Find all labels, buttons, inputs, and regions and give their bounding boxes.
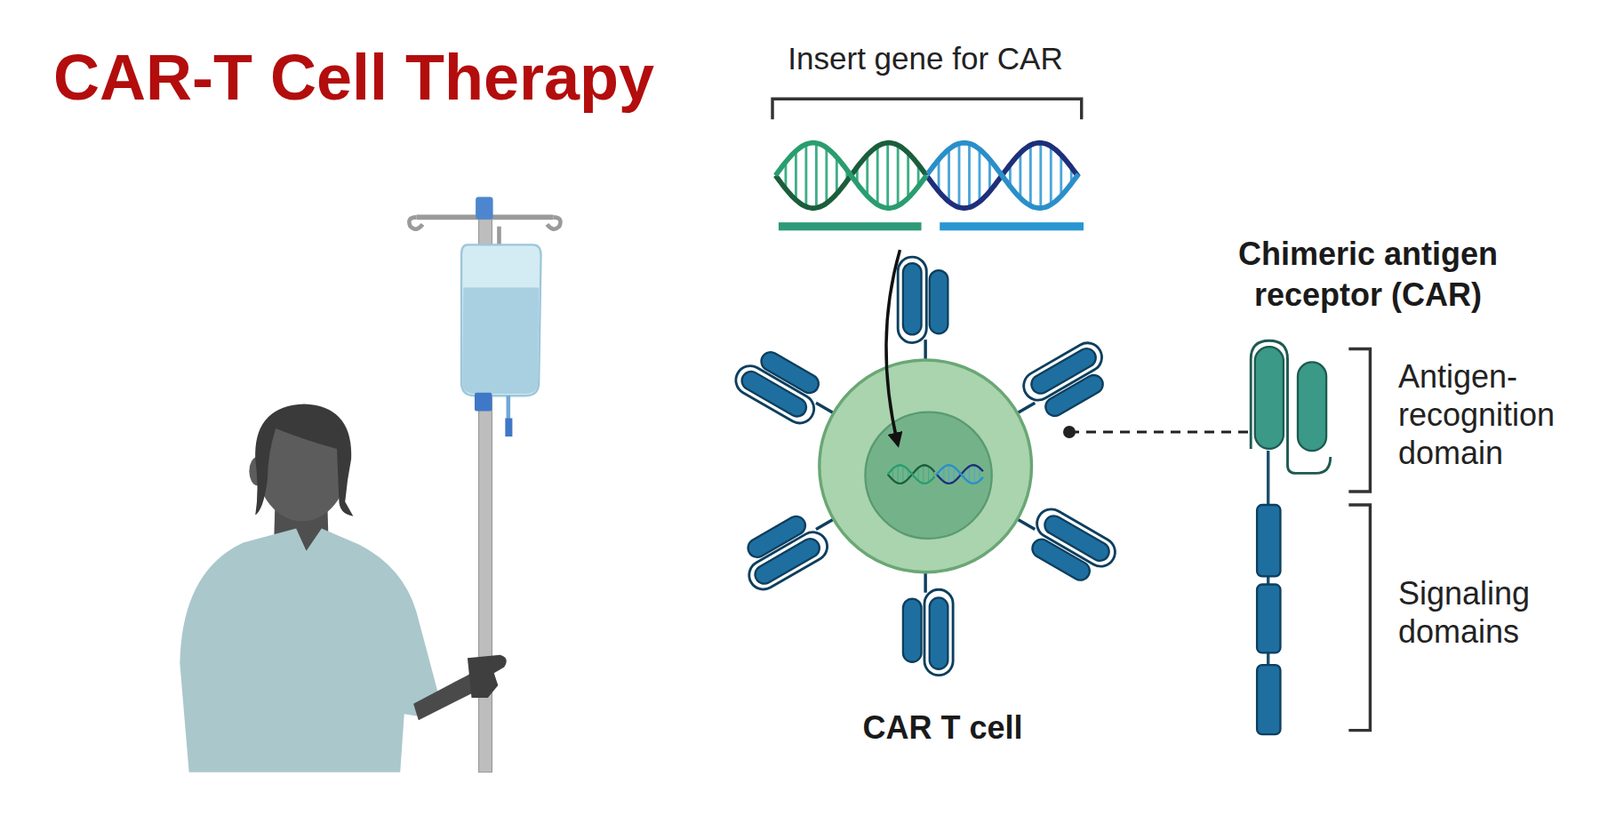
patient-figure — [179, 403, 506, 772]
node-label: Chimeric antigen receptor (CAR) — [1216, 233, 1520, 316]
helix-rung — [1039, 143, 1042, 208]
domain-label: Antigen-recognition domain — [1398, 357, 1596, 472]
svg-rect — [475, 196, 494, 219]
gene-bracket — [772, 98, 1082, 120]
svg-path — [462, 288, 539, 394]
helix-rung — [876, 146, 880, 206]
nucleus — [864, 412, 992, 539]
helix-rung — [968, 143, 971, 208]
connector-line — [1069, 431, 1254, 434]
helix-rung — [794, 151, 798, 200]
helix-rung — [968, 466, 970, 483]
svg-path — [408, 216, 423, 229]
car-node: Chimeric antigen receptor (CAR) — [1253, 342, 1332, 737]
insert-arrow — [886, 249, 901, 445]
helix-strand — [936, 464, 984, 484]
helix-rung — [918, 467, 920, 481]
svg-path — [255, 403, 353, 516]
helix-rung — [943, 466, 944, 481]
helix-rung — [947, 149, 951, 202]
helix-rung — [1018, 152, 1022, 199]
svg-rect — [1256, 584, 1280, 654]
helix-rung — [896, 144, 900, 206]
helix-rung — [958, 143, 961, 208]
helix-rung — [897, 465, 899, 484]
helix-rung — [835, 157, 839, 194]
domain-bracket — [1348, 348, 1370, 492]
iv-bag — [461, 244, 542, 437]
helix-rung — [922, 464, 924, 483]
connector-dot — [1063, 425, 1076, 439]
helix-rung — [978, 149, 982, 202]
helix-rung — [974, 464, 976, 483]
svg-rect — [1256, 504, 1280, 576]
helix-rung — [906, 152, 910, 199]
helix-rung — [886, 143, 889, 208]
svg-use — [897, 256, 948, 360]
helix-rung — [824, 147, 828, 204]
t-cell-node: CAR T cell — [816, 255, 1070, 756]
svg-path — [546, 216, 560, 229]
helix-rung — [978, 467, 980, 481]
domain-label: Signaling domains — [1398, 574, 1596, 651]
helix-rung — [902, 465, 904, 483]
helix-strand — [888, 464, 936, 484]
svg-rect — [474, 392, 493, 412]
helix-rung — [804, 144, 808, 207]
svg-rect — [1297, 361, 1327, 451]
helix-rung — [1049, 146, 1053, 206]
svg-path — [461, 244, 542, 396]
svg-rect — [1256, 664, 1280, 735]
helix-strand — [775, 143, 927, 208]
helix-rung — [865, 154, 869, 196]
helix-rung — [1059, 154, 1063, 196]
dna-helix — [775, 143, 1079, 208]
gene-label: Insert gene for CAR — [747, 40, 1104, 77]
svg-path — [179, 528, 441, 772]
helix-rung — [953, 466, 955, 481]
car-receptor — [1250, 340, 1331, 735]
helix-strand — [927, 143, 1079, 208]
dna-helix-small — [888, 464, 984, 484]
svg-rect — [1255, 346, 1284, 449]
svg-path — [1250, 340, 1331, 473]
receptors — [730, 256, 1120, 675]
helix-strand — [775, 143, 927, 208]
helix-strand — [936, 464, 984, 484]
title: CAR-T Cell Therapy — [53, 40, 655, 114]
svg-path — [467, 655, 507, 698]
svg-rect — [504, 417, 512, 437]
helix-rung — [1029, 144, 1032, 206]
domain-bracket — [1348, 504, 1370, 731]
svg-use — [903, 572, 953, 676]
gene-bar — [778, 222, 922, 231]
t-cell — [819, 360, 1032, 573]
helix-strand — [888, 464, 936, 484]
gene-bar — [939, 222, 1084, 231]
helix-strand — [927, 143, 1079, 208]
helix-rung — [815, 143, 818, 208]
svg-path — [496, 226, 502, 246]
helix-rung — [948, 464, 950, 484]
node-label: CAR T cell — [780, 709, 1105, 747]
dashed-connector — [1063, 425, 1254, 439]
helix-rung — [928, 466, 929, 483]
